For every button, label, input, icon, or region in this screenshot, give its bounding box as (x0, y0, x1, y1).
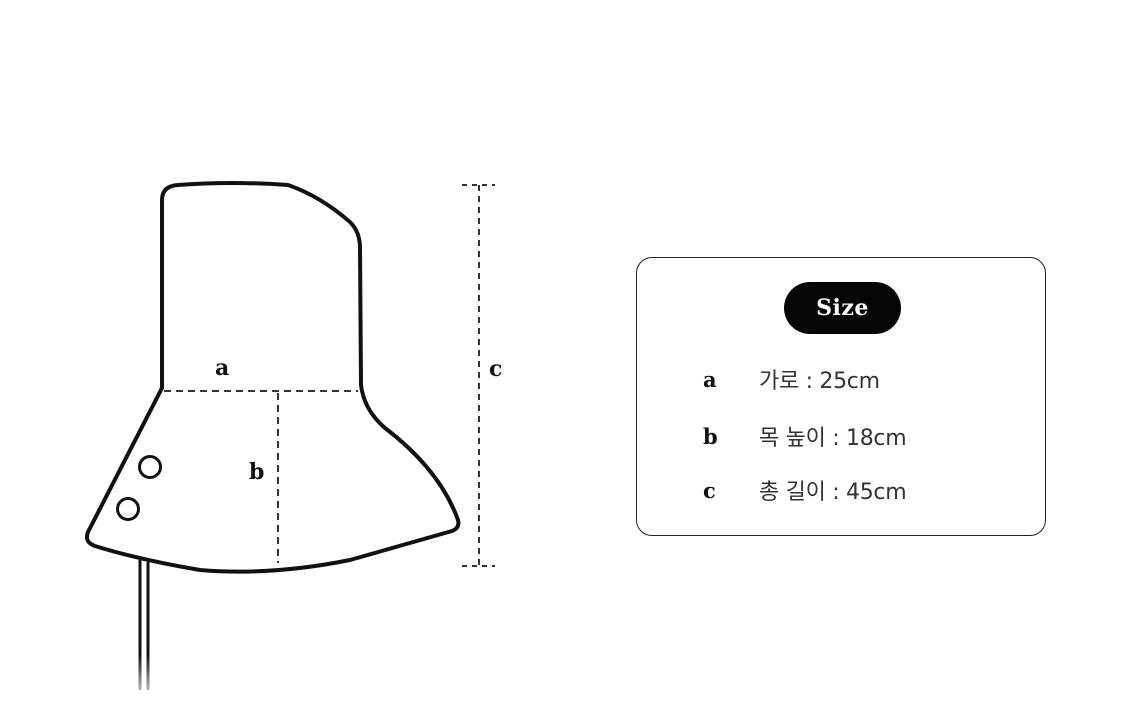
snap-button-icon (138, 455, 162, 479)
spec-value: 총 길이 : 45cm (759, 480, 907, 505)
spec-row-width: a 가로 : 25cm (703, 364, 880, 395)
spec-row-total-length: c 총 길이 : 45cm (703, 475, 907, 506)
spec-key: a (703, 366, 717, 392)
spec-row-neck-height: b 목 높이 : 18cm (703, 421, 907, 452)
dimension-label-a: a (215, 355, 230, 381)
snap-button-icon (116, 497, 140, 521)
spec-value: 가로 : 25cm (759, 369, 880, 394)
size-info-card: Size a 가로 : 25cm b 목 높이 : 18cm c 총 길이 : … (636, 257, 1046, 536)
spec-key: c (703, 477, 716, 503)
dimension-label-b: b (249, 459, 265, 485)
spec-key: b (703, 423, 718, 449)
garment-outline (84, 181, 461, 574)
size-title-badge: Size (784, 282, 901, 334)
spec-value: 목 높이 : 18cm (759, 426, 907, 451)
dimension-label-c: c (489, 356, 503, 382)
